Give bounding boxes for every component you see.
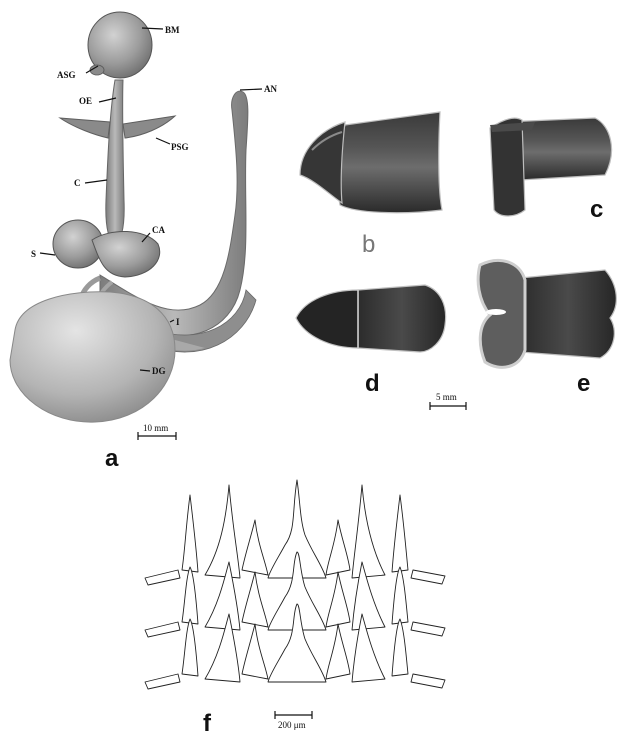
label-asg: ASG (57, 70, 76, 80)
radula-lateral-tooth (205, 485, 240, 578)
radula-marginal-tooth (392, 567, 408, 624)
digestive-system-illustration (10, 12, 256, 422)
radula-marginal-tooth (392, 495, 408, 572)
radula-marginal-plate (145, 674, 180, 689)
label-c: C (74, 178, 81, 188)
label-s: S (31, 249, 36, 259)
label-oe: OE (79, 96, 92, 106)
radula-marginal-plate (145, 570, 180, 585)
scale-label-radula: 200 μm (278, 720, 306, 730)
radula-marginal-plate (411, 674, 445, 688)
beak-ventral-view-e (478, 260, 616, 367)
panel-label-e: e (577, 370, 590, 397)
panel-label-b: b (362, 231, 375, 258)
panel-label-f: f (203, 710, 212, 737)
radula-lateral-tooth (242, 520, 268, 575)
radula-marginal-plate (411, 622, 445, 636)
scale-bar-beaks: 5 mm (430, 392, 466, 410)
crop-organ (106, 80, 124, 245)
leader-psg (156, 138, 170, 144)
scale-label-beaks: 5 mm (436, 392, 457, 402)
posterior-salivary-gland-left (60, 118, 110, 138)
label-bm: BM (165, 25, 180, 35)
radula-lateral-tooth (326, 624, 350, 679)
radula-lateral-tooth (242, 572, 268, 627)
digestive-gland-organ (10, 292, 175, 422)
panel-label-c: c (590, 196, 603, 223)
radula-teeth-drawing (145, 480, 445, 689)
beak-dorsal-view-d (296, 285, 446, 352)
scale-bar-radula: 200 μm (275, 711, 312, 730)
radula-lateral-tooth (242, 624, 268, 679)
label-an: AN (264, 84, 277, 94)
radula-lateral-tooth (352, 485, 385, 578)
label-psg: PSG (171, 142, 189, 152)
radula-marginal-plate (411, 570, 445, 584)
radula-marginal-tooth (182, 495, 198, 572)
radula-marginal-tooth (392, 619, 408, 676)
panel-label-d: d (365, 370, 380, 397)
beak-lateral-view-b (300, 112, 442, 213)
label-i: I (176, 317, 180, 327)
leader-an (240, 89, 262, 90)
radula-marginal-tooth (182, 567, 198, 624)
label-dg: DG (152, 366, 166, 376)
posterior-salivary-gland-right (123, 116, 175, 138)
scale-label-a: 10 mm (143, 423, 168, 433)
scale-bar-a: 10 mm (138, 423, 176, 440)
radula-lateral-tooth (326, 520, 350, 575)
radula-marginal-plate (145, 622, 180, 637)
leader-c (85, 180, 107, 183)
radula-lateral-tooth (326, 572, 350, 627)
caecum-organ (92, 231, 160, 277)
panel-label-a: a (105, 445, 119, 472)
label-ca: CA (152, 225, 165, 235)
radula-marginal-tooth (182, 619, 198, 676)
leader-s (40, 253, 55, 255)
